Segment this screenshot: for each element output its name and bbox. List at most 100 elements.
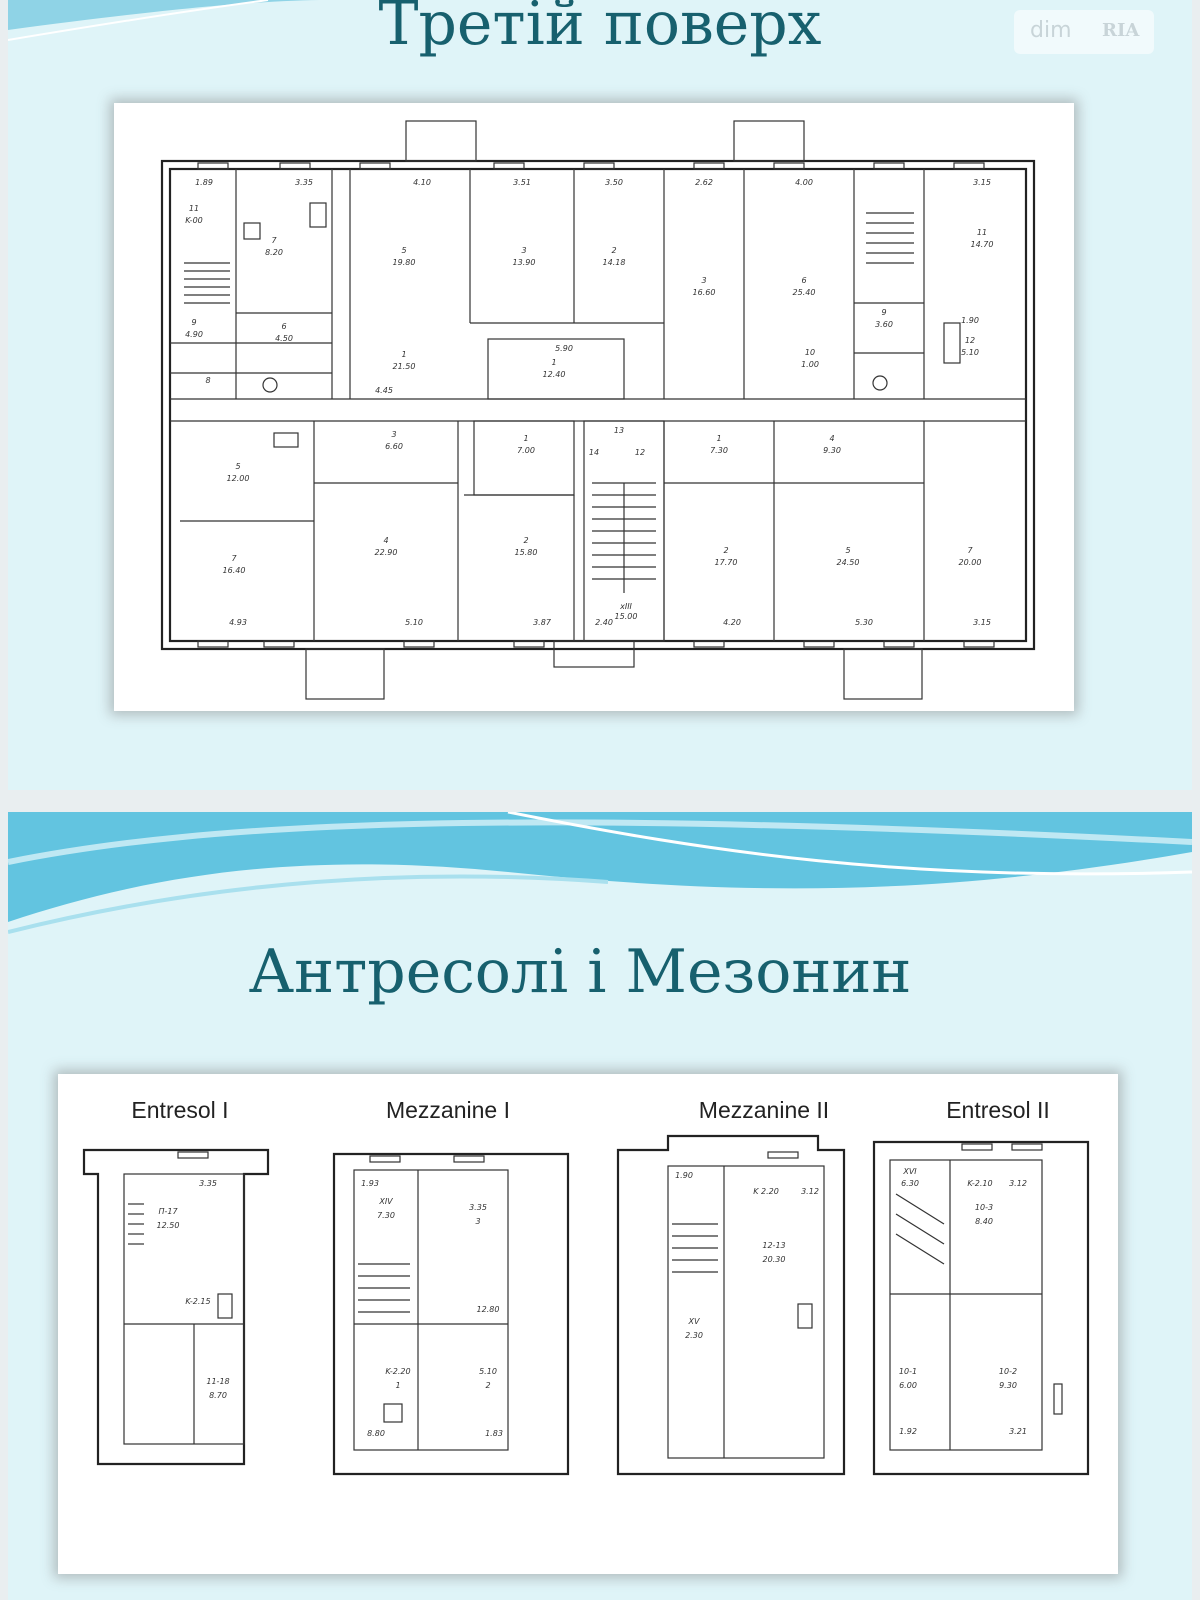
- room-label: 3.15: [973, 178, 991, 187]
- room-label: K-2.15: [185, 1297, 210, 1306]
- room-label: 6.30: [901, 1179, 919, 1188]
- plan-title-entresol-2: Entresol II: [946, 1097, 1050, 1123]
- room-label: K 2.20: [753, 1187, 779, 1196]
- room-label: 1.93: [361, 1179, 379, 1188]
- room-label: 20.00: [959, 558, 982, 567]
- room-label: 10: [805, 348, 815, 357]
- room-label: 3.15: [973, 618, 991, 627]
- room-label: 2: [723, 546, 728, 555]
- room-label: 12.00: [227, 474, 250, 483]
- room-label: 1.92: [899, 1427, 917, 1436]
- room-label: 3: [521, 246, 526, 255]
- room-label: 10-1: [899, 1367, 917, 1376]
- room-label: 5.10: [405, 618, 423, 627]
- room-label: 5.10: [961, 348, 979, 357]
- room-label: 9: [881, 308, 886, 317]
- room-label: 8.70: [209, 1391, 227, 1400]
- room-label: 3: [475, 1217, 480, 1226]
- room-label: 12.80: [477, 1305, 500, 1314]
- room-label: 7.30: [377, 1211, 395, 1220]
- room-label: 8.40: [975, 1217, 993, 1226]
- room-label: 6: [281, 322, 286, 331]
- watermark-text: dim: [1030, 18, 1072, 43]
- room-label: 4.50: [275, 334, 293, 343]
- slide-entresol-mezzanine: Антресолі і Мезонин Entresol I Mezzanine…: [8, 812, 1192, 1600]
- room-label: 3.35: [295, 178, 313, 187]
- room-label: 2.30: [685, 1331, 703, 1340]
- room-label: 3.35: [469, 1203, 487, 1212]
- room-label: 4.90: [185, 330, 203, 339]
- room-label: 7.00: [517, 446, 535, 455]
- room-label: 14: [589, 448, 599, 457]
- room-label: 1: [716, 434, 721, 443]
- room-label: xIII: [619, 602, 632, 611]
- room-label: 19.80: [393, 258, 416, 267]
- room-label: 5.10: [479, 1367, 497, 1376]
- room-label: 15.00: [615, 612, 638, 621]
- room-label: 6.00: [899, 1381, 917, 1390]
- floor-plan-drawing: 1.893.354.103.513.502.624.003.1511K-0078…: [160, 120, 1036, 700]
- room-label: 16.60: [693, 288, 716, 297]
- room-label: 1: [395, 1381, 400, 1390]
- room-label: 14.70: [971, 240, 994, 249]
- room-label: 1.83: [485, 1429, 503, 1438]
- plan-entresol-2: [872, 1140, 1090, 1476]
- room-label: 3.35: [199, 1179, 217, 1188]
- room-label: 6.60: [385, 442, 403, 451]
- room-label: 3.12: [1009, 1179, 1027, 1188]
- room-label: 4.20: [723, 618, 741, 627]
- room-label: 13.90: [513, 258, 536, 267]
- watermark-brand: RIA: [1102, 20, 1140, 41]
- room-label: 5: [401, 246, 406, 255]
- room-label: 15.80: [515, 548, 538, 557]
- room-label: 1.90: [961, 316, 979, 325]
- room-label: 7: [231, 554, 237, 563]
- room-label: 12.40: [543, 370, 566, 379]
- room-label: K-2.20: [385, 1367, 410, 1376]
- room-label: 12-13: [762, 1241, 785, 1250]
- room-label: XV: [688, 1317, 700, 1326]
- room-label: 14.18: [603, 258, 626, 267]
- room-label: 4.93: [229, 618, 247, 627]
- room-label: 5: [845, 546, 850, 555]
- room-label: 22.90: [375, 548, 398, 557]
- room-label: 1: [523, 434, 528, 443]
- room-label: 3: [701, 276, 706, 285]
- watermark-logo: dim RIA: [1014, 10, 1154, 54]
- room-label: 3: [391, 430, 396, 439]
- room-label: 10-3: [975, 1203, 993, 1212]
- room-label: 3.21: [1009, 1427, 1027, 1436]
- room-label: 2.40: [595, 618, 613, 627]
- plan-entresol-1: [82, 1148, 270, 1466]
- room-label: 4.10: [413, 178, 431, 187]
- room-label: 3.87: [533, 618, 552, 627]
- plan-title-mezzanine-2: Mezzanine II: [699, 1097, 829, 1123]
- room-label: 12: [635, 448, 645, 457]
- room-label: 24.50: [837, 558, 860, 567]
- room-label: 8.20: [265, 248, 283, 257]
- room-label: 25.40: [793, 288, 816, 297]
- floor-plan-entresol-mezzanine: Entresol I Mezzanine I Mezzanine II Entr…: [58, 1074, 1118, 1574]
- room-label: K-2.10: [967, 1179, 992, 1188]
- room-label: 3.60: [875, 320, 893, 329]
- room-label: 4: [383, 536, 388, 545]
- room-label: 11: [189, 204, 199, 213]
- room-label: K-00: [185, 216, 203, 225]
- room-label: 7: [967, 546, 973, 555]
- room-label: 6: [801, 276, 806, 285]
- wave-decoration: [8, 0, 328, 41]
- room-label: 5.30: [855, 618, 873, 627]
- plan-title-entresol-1: Entresol I: [131, 1097, 228, 1123]
- plans-drawing: Entresol I Mezzanine I Mezzanine II Entr…: [82, 1097, 1090, 1476]
- room-label: XIV: [378, 1197, 393, 1206]
- wave-decoration: [8, 812, 1192, 934]
- room-label: 2: [611, 246, 616, 255]
- room-label: 2: [523, 536, 528, 545]
- room-label: 4.45: [375, 386, 393, 395]
- room-label: 10-2: [999, 1367, 1017, 1376]
- room-label: 4.00: [795, 178, 813, 187]
- room-label: 2.62: [695, 178, 713, 187]
- plan-mezzanine-2: [616, 1134, 846, 1476]
